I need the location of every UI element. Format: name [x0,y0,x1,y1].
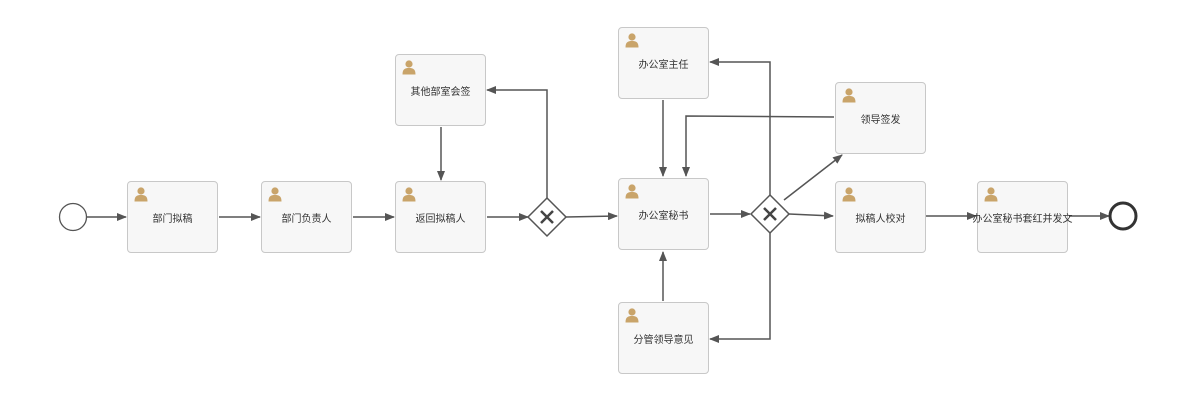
user-icon [842,187,856,202]
user-icon [842,88,856,103]
flow-gateway1-to-other-depts[interactable] [486,86,548,198]
sequence-flows [87,58,1110,343]
exclusive-gateway-icon[interactable] [526,196,568,238]
task-draft[interactable]: 部门拟稿 [127,181,218,253]
user-icon [625,184,639,199]
flow-gateway2-to-leader-sign[interactable] [783,154,843,201]
task-other-depts[interactable]: 其他部室会签 [395,54,486,126]
task-label: 办公室主任 [638,59,689,71]
user-icon [268,187,282,202]
task-label: 办公室秘书 [638,210,689,222]
task-dept-head[interactable]: 部门负责人 [261,181,352,253]
flow-gateway2-to-director[interactable] [709,58,771,195]
user-icon [134,187,148,202]
exclusive-gateway-icon[interactable] [749,193,791,235]
task-return-drafter[interactable]: 返回拟稿人 [395,181,486,253]
start-event-icon[interactable] [58,202,88,232]
flow-gateway2-to-leader-opinion[interactable] [709,233,771,343]
end-event-icon[interactable] [1108,201,1138,231]
task-office-secretary[interactable]: 办公室秘书 [618,178,709,250]
task-label: 部门负责人 [281,213,332,225]
task-label: 领导签发 [860,114,901,126]
flow-gateway2-to-proofread[interactable] [788,211,834,220]
user-icon [402,187,416,202]
task-label: 部门拟稿 [152,213,193,225]
user-icon [984,187,998,202]
task-office-director[interactable]: 办公室主任 [618,27,709,99]
task-label: 其他部室会签 [410,86,471,98]
task-issue-doc[interactable]: 办公室秘书套红并发文 [972,181,1073,253]
user-icon [625,33,639,48]
task-drafter-proofread[interactable]: 拟稿人校对 [835,181,926,253]
task-leader-sign[interactable]: 领导签发 [835,82,926,154]
task-label: 办公室秘书套红并发文 [972,213,1073,225]
flow-gateway1-to-secretary[interactable] [565,212,618,221]
user-icon [402,60,416,75]
task-leader-opinion[interactable]: 分管领导意见 [618,302,709,374]
task-label: 返回拟稿人 [415,213,466,225]
user-icon [625,308,639,323]
task-label: 分管领导意见 [633,334,694,346]
task-label: 拟稿人校对 [855,213,906,225]
flow-leader-sign-to-secretary[interactable] [682,115,835,177]
